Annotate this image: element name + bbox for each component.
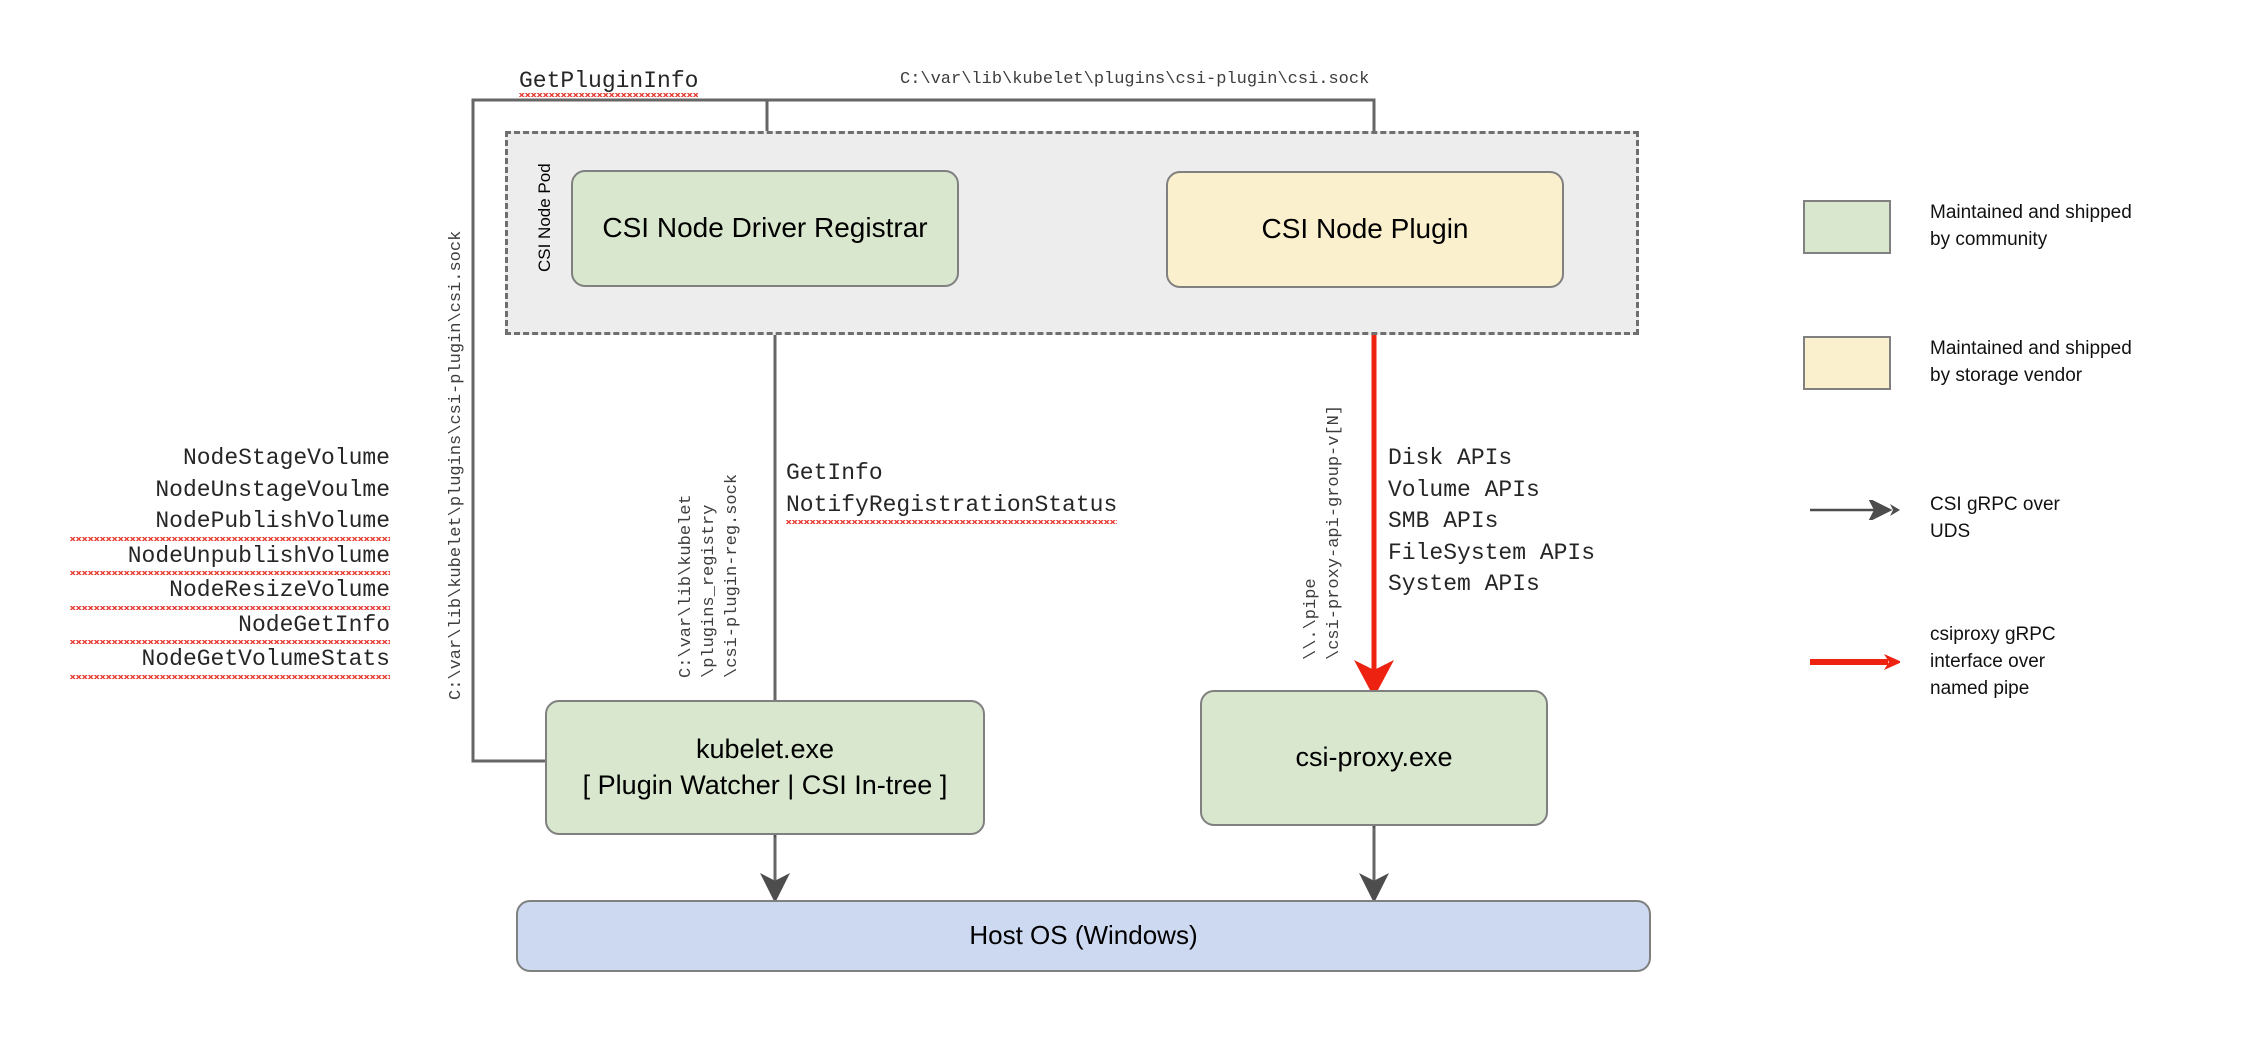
node-service-call-item: NodeGetInfo xyxy=(70,609,390,645)
legend-label-csiproxy-named-pipe-line2: interface over xyxy=(1930,650,2046,672)
legend-swatch-community xyxy=(1803,200,1891,254)
csi-proxy-api-list: Disk APIs Volume APIs SMB APIs FileSyste… xyxy=(1388,443,1595,601)
legend-swatch-storage-vendor xyxy=(1803,336,1891,390)
node-kubelet-exe-line2: [ Plugin Watcher | CSI In-tree ] xyxy=(582,769,948,800)
label-registry-path-line2: \plugins_registry xyxy=(700,504,719,678)
csi-proxy-api-item: SMB APIs xyxy=(1388,508,1499,534)
legend-label-csi-grpc-uds-line1: CSI gRPC over xyxy=(1930,494,2060,515)
node-csi-proxy-exe-label: csi-proxy.exe xyxy=(1295,742,1453,773)
label-csi-sock-path-left: C:\var\lib\kubelet\plugins\csi-plugin\cs… xyxy=(447,230,466,700)
node-service-call-item: NodeStageVolume xyxy=(182,445,390,471)
node-kubelet-exe[interactable]: kubelet.exe [ Plugin Watcher | CSI In-tr… xyxy=(545,700,985,835)
legend-label-csi-grpc-uds-line2: UDS xyxy=(1930,520,1971,542)
node-service-call-item: NodeResizeVolume xyxy=(70,575,390,610)
node-csi-node-driver-registrar-label: CSI Node Driver Registrar xyxy=(602,212,928,244)
legend-label-community-line1: Maintained and shipped xyxy=(1930,202,2132,223)
legend-label-csiproxy-named-pipe: csiproxy gRPC interface over named pipe xyxy=(1930,622,2160,703)
legend-label-storage-vendor: Maintained and shipped by storage vendor xyxy=(1930,336,2160,390)
node-csi-node-plugin-label: CSI Node Plugin xyxy=(1261,213,1469,245)
csi-proxy-api-item: System APIs xyxy=(1388,571,1540,597)
node-service-call-item: NodeUnpublishVolume xyxy=(70,540,390,576)
label-registry-path-line3: \csi-plugin-reg.sock xyxy=(723,473,742,678)
legend-label-csi-grpc-uds: CSI gRPC over UDS xyxy=(1930,492,2160,546)
label-notify-registration-status: NotifyRegistrationStatus xyxy=(786,489,1118,525)
node-csi-proxy-exe[interactable]: csi-proxy.exe xyxy=(1200,690,1548,826)
legend-label-csiproxy-named-pipe-line3: named pipe xyxy=(1930,677,2030,699)
node-host-os[interactable]: Host OS (Windows) xyxy=(516,900,1651,972)
node-csi-node-plugin[interactable]: CSI Node Plugin xyxy=(1166,171,1564,288)
node-service-call-item: NodeUnstageVoulme xyxy=(155,476,390,503)
label-get-info: GetInfo xyxy=(786,460,883,486)
label-named-pipe-line1: \\.\pipe xyxy=(1302,578,1321,660)
legend-label-storage-vendor-line2: by storage vendor xyxy=(1930,364,2083,386)
legend-label-community: Maintained and shipped by community xyxy=(1930,200,2160,254)
legend-arrow-red-icon xyxy=(1810,654,1900,670)
label-csi-sock-path-top: C:\var\lib\kubelet\plugins\csi-plugin\cs… xyxy=(900,70,1370,89)
csi-node-pod-label: CSI Node Pod xyxy=(535,163,554,272)
node-service-call-list: NodeStageVolume NodeUnstageVoulme NodePu… xyxy=(70,443,390,679)
label-registry-path-line1: C:\var\lib\kubelet xyxy=(677,494,696,678)
label-named-pipe-line2: \csi-proxy-api-group-v[N] xyxy=(1325,404,1344,660)
legend-label-storage-vendor-line1: Maintained and shipped xyxy=(1930,338,2132,359)
csi-proxy-api-item: FileSystem APIs xyxy=(1388,539,1596,566)
node-service-call-item: NodePublishVolume xyxy=(70,506,390,541)
csi-proxy-api-item: Disk APIs xyxy=(1388,445,1513,471)
legend-arrow-gray-icon xyxy=(1810,500,1900,520)
label-registrar-calls: GetInfo NotifyRegistrationStatus xyxy=(786,458,1118,525)
node-service-call-item: NodeGetVolumeStats xyxy=(70,644,390,679)
node-kubelet-exe-line1: kubelet.exe xyxy=(695,734,835,765)
legend-label-csiproxy-named-pipe-line1: csiproxy gRPC xyxy=(1930,624,2056,645)
csi-proxy-api-item: Volume APIs xyxy=(1388,476,1540,503)
label-get-plugin-info: GetPluginInfo xyxy=(519,68,699,97)
legend-label-community-line2: by community xyxy=(1930,228,2048,250)
node-csi-node-driver-registrar[interactable]: CSI Node Driver Registrar xyxy=(571,170,959,287)
node-host-os-label: Host OS (Windows) xyxy=(969,920,1198,951)
